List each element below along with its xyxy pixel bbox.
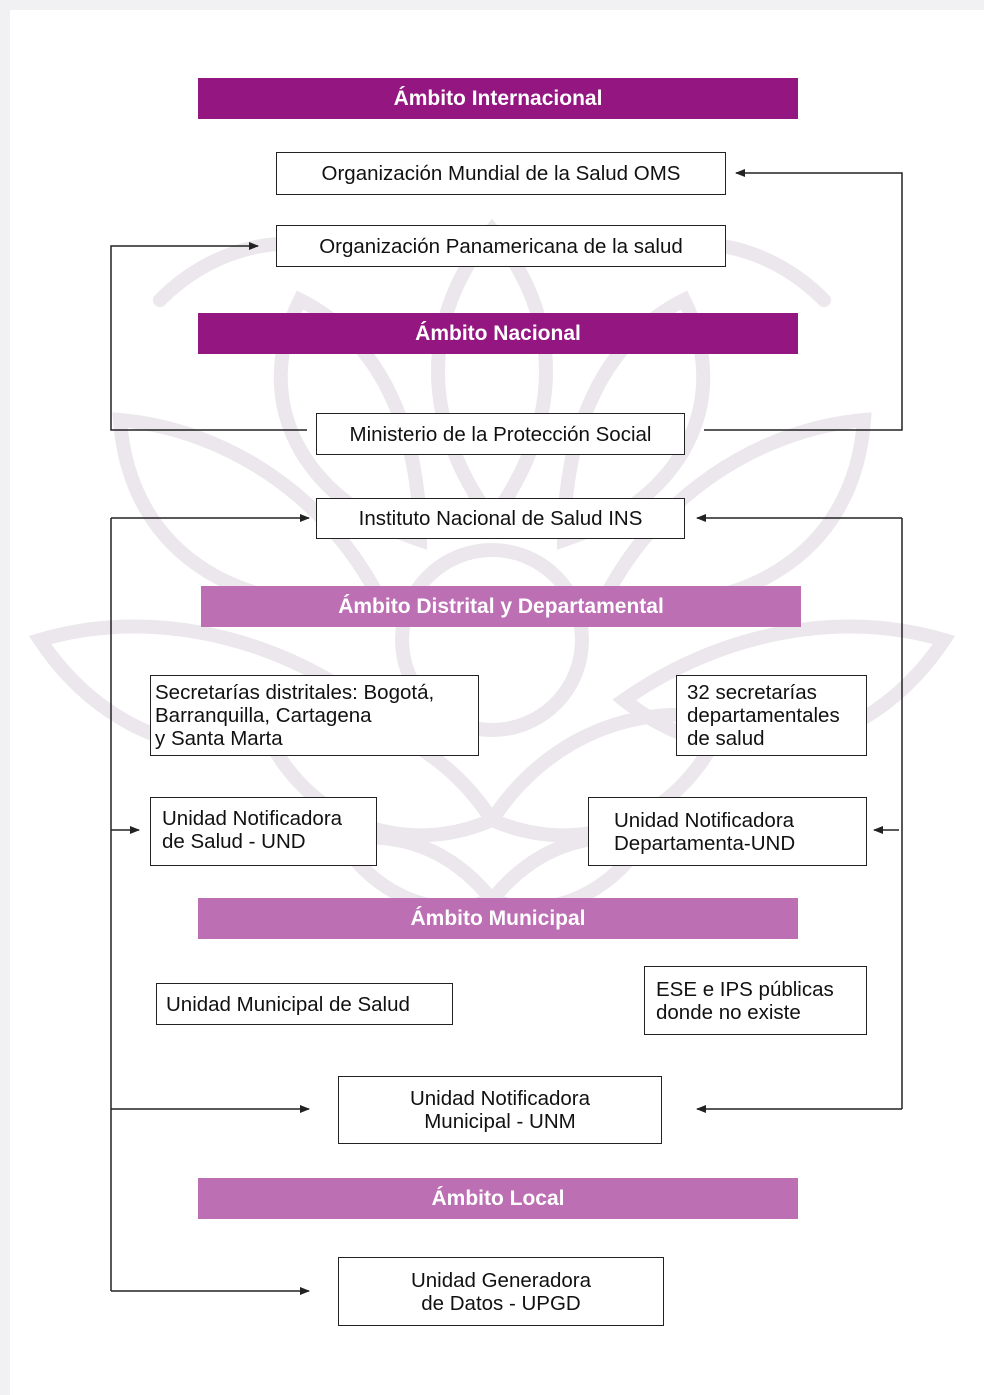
node-upgd: Unidad Generadora de Datos - UPGD xyxy=(338,1257,664,1326)
node-unm: Unidad Notificadora Municipal - UNM xyxy=(338,1076,662,1144)
node-und-departamental: Unidad Notificadora Departamenta-UND xyxy=(588,797,867,866)
node-secretarias-distritales: Secretarías distritales: Bogotá, Barranq… xyxy=(150,675,479,756)
arrow-ministerio-to-ops xyxy=(110,242,307,431)
node-und-salud: Unidad Notificadora de Salud - UND xyxy=(150,797,377,866)
node-ins: Instituto Nacional de Salud INS xyxy=(316,498,685,539)
node-oms: Organización Mundial de la Salud OMS xyxy=(276,152,726,195)
banner-ambito-distrital: Ámbito Distrital y Departamental xyxy=(201,586,801,627)
node-unidad-municipal: Unidad Municipal de Salud xyxy=(156,983,453,1025)
node-secretarias-departamentales: 32 secretarías departamentales de salud xyxy=(676,675,867,756)
banner-ambito-local: Ámbito Local xyxy=(198,1178,798,1219)
node-ese-ips: ESE e IPS públicas donde no existe xyxy=(644,966,867,1035)
node-ops: Organización Panamericana de la salud xyxy=(276,225,726,267)
arrow-ministerio-to-oms xyxy=(704,169,903,431)
banner-ambito-nacional: Ámbito Nacional xyxy=(198,313,798,354)
banner-ambito-internacional: Ámbito Internacional xyxy=(198,78,798,119)
node-ministerio: Ministerio de la Protección Social xyxy=(316,413,685,455)
banner-ambito-municipal: Ámbito Municipal xyxy=(198,898,798,939)
